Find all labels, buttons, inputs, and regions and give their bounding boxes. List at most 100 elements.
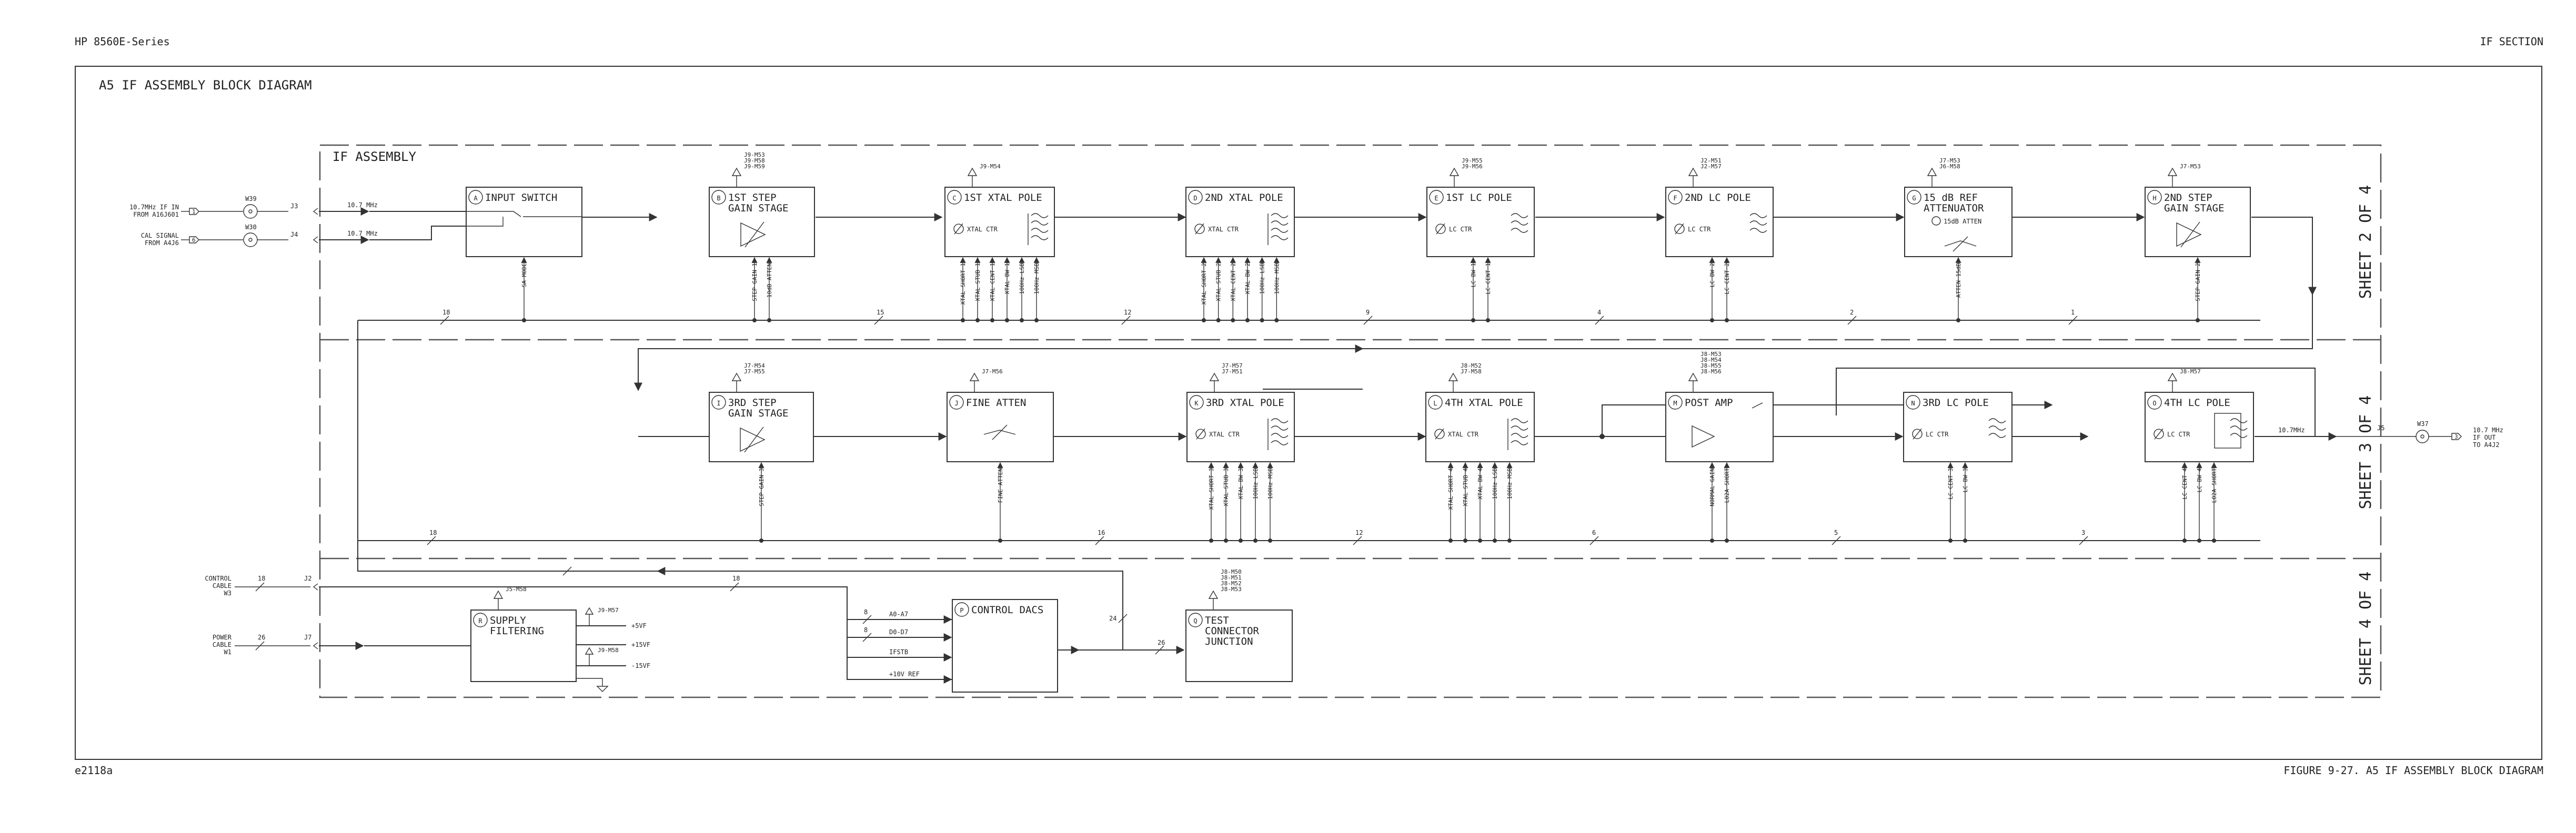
center-tune-label: XTAL CTR: [1208, 226, 1239, 233]
block-xtal4-box: [1425, 392, 1535, 462]
filter-icon: [1271, 433, 1289, 438]
control-signal-label: 100Hz MSB: [1506, 468, 1513, 500]
block-lc4-box: [2145, 392, 2254, 462]
power-cable-jack: J7: [304, 634, 311, 641]
bus-tick: [427, 536, 436, 545]
block-title: 15 dB REF: [1924, 192, 1978, 204]
test-point-icon: [2167, 167, 2178, 187]
cal-input-line1: CAL SIGNAL: [141, 232, 179, 239]
block-gain3-box: [709, 392, 814, 462]
bus-tick: [1589, 536, 1599, 545]
bus-count: 9: [1366, 309, 1370, 316]
bus-count: 4: [1597, 309, 1601, 316]
filter-icon: [1031, 213, 1049, 218]
output-freq: 10.7MHz: [2278, 426, 2305, 434]
block-title: 3RD XTAL POLE: [1206, 397, 1284, 409]
bus-count: 3: [2081, 529, 2085, 536]
control-signal-label: XTAL STUB 1: [974, 263, 981, 301]
block-title: CONNECTOR: [1205, 625, 1260, 637]
switch-icon: [466, 211, 521, 217]
filter-icon: [2230, 425, 2248, 431]
control-signal-label: 100Hz LSB: [1492, 468, 1498, 500]
filter-box-icon: [2214, 413, 2241, 449]
if-input-freq: 10.7 MHz: [347, 201, 378, 209]
test-point-label: J7-M53: [1939, 157, 1960, 164]
bus-tick: [2079, 536, 2088, 545]
block-letter-circle: [2147, 395, 2162, 410]
test-point-icon: [969, 372, 980, 392]
supply-out-3: -15VF: [631, 662, 650, 669]
if-input-line2: FROM A16J601: [133, 211, 179, 218]
diagram-title: A5 IF ASSEMBLY BLOCK DIAGRAM: [99, 78, 312, 93]
control-signal-label: 100Hz LSB: [1259, 263, 1266, 294]
filter-icon: [1271, 425, 1289, 431]
block-test-box: [1185, 609, 1293, 682]
bus-tick: [1121, 316, 1131, 325]
filter-icon: [1988, 433, 2006, 438]
block-post-box: [1665, 392, 1774, 462]
diagram-frame: [75, 66, 2542, 760]
block-letter: A: [474, 195, 478, 202]
control-signal-label: 100Hz LSB: [1019, 263, 1025, 294]
test-point-icon: [1448, 372, 1458, 392]
amplifier-icon: [740, 427, 766, 452]
test-point-label: J8-M50: [1221, 568, 1242, 575]
tune-knob-icon: [1434, 429, 1445, 439]
footer-left: e2118a: [75, 764, 113, 777]
block-title: 1ST STEP: [728, 192, 777, 204]
control-signal-label: LO2A SHORT: [1724, 468, 1730, 503]
block-title: POST AMP: [1685, 397, 1733, 409]
control-signal-label: 100Hz LSB: [1252, 468, 1259, 500]
dac-bus-count-2: 8: [864, 626, 868, 634]
center-tune-label: XTAL CTR: [1448, 431, 1479, 438]
control-signal-label: XTAL BW 1: [1004, 263, 1011, 294]
control-signal-label: XTAL BW 3: [1237, 468, 1244, 500]
control-signal-label: XTAL SHORT 1: [960, 263, 967, 304]
cal-input-pin: 6: [192, 237, 196, 243]
block-title: GAIN STAGE: [2164, 202, 2224, 214]
dac-bus-count-1: 8: [864, 608, 868, 616]
test-point-icon: [1449, 167, 1460, 187]
bus-tick: [874, 316, 883, 325]
filter-icon: [1749, 220, 1767, 226]
block-xtal3-box: [1186, 392, 1295, 462]
block-letter: N: [1911, 400, 1915, 407]
block-letter: J: [954, 400, 958, 407]
block-letter: R: [478, 617, 482, 625]
tune-knob-icon: [1435, 224, 1446, 234]
control-signal-label: XTAL BW 2: [1244, 263, 1251, 294]
block-fine-box: [947, 392, 1054, 462]
filter-icon: [1031, 220, 1049, 226]
block-title: 1ST XTAL POLE: [964, 192, 1042, 204]
bus-count: 5: [1834, 529, 1838, 536]
cal-input-jack: J4: [290, 231, 298, 238]
block-letter-circle: [949, 395, 964, 410]
control-signal-label: LC BW 3: [1962, 468, 1969, 492]
control-signal-label: 10dB ATTEN: [766, 263, 773, 298]
block-ref15-box: [1904, 187, 2012, 257]
block-gain1-box: [709, 187, 815, 257]
test-point-label: J7-M56: [982, 368, 1003, 375]
test-point-icon: [1208, 590, 1219, 610]
filter-icon: [1271, 418, 1289, 423]
block-letter-circle: [1188, 613, 1203, 627]
block-letter-circle: [1428, 395, 1443, 410]
filter-icon: [1271, 228, 1289, 233]
filter-icon: [1511, 425, 1528, 431]
block-letter: B: [717, 195, 720, 202]
test-point-label: J8-M54: [1700, 357, 1722, 363]
filter-icon: [1271, 213, 1289, 218]
output-label-1: 10.7 MHz: [2473, 426, 2503, 434]
block-title: 2ND XTAL POLE: [1205, 192, 1283, 204]
dac-input-2: D0-D7: [889, 628, 908, 636]
bus-count: 15: [877, 309, 884, 316]
block-dacs-box: [952, 599, 1058, 693]
sheet-3-label: SHEET 3 OF 4: [2357, 395, 2375, 510]
control-signal-label: XTAL CENT 1: [989, 263, 996, 301]
